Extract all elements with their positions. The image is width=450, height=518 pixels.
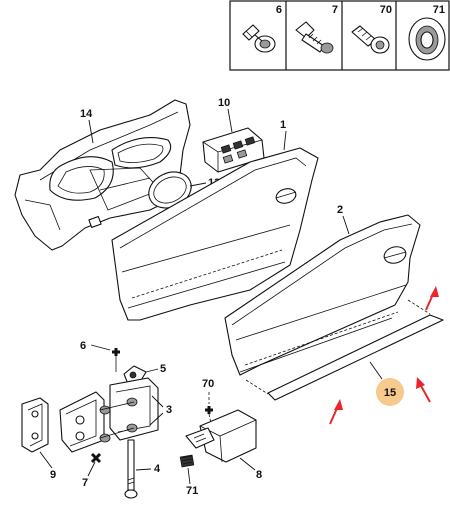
latch-grommet	[179, 454, 195, 468]
callout-4: 4	[154, 463, 161, 475]
outer-door-right	[111, 147, 319, 321]
red-arrows	[329, 286, 439, 425]
screw-icon	[242, 24, 276, 53]
callout-1: 1	[280, 119, 286, 131]
legend-number-70: 70	[380, 4, 392, 16]
callout-15-highlight	[376, 378, 404, 406]
parts-legend-table: 6 7 70 71	[229, 0, 450, 71]
door-latch	[185, 409, 257, 463]
callout-8: 8	[256, 469, 262, 481]
callout-6: 6	[80, 340, 86, 352]
washer-screw-icon	[351, 25, 390, 54]
inner-door-panel	[14, 99, 191, 251]
callout-71: 71	[186, 485, 198, 497]
outer-door-left	[224, 214, 421, 376]
callout-70: 70	[202, 378, 214, 390]
hex-bolt-icon	[295, 21, 334, 54]
hinge-bolt-marker	[90, 452, 102, 464]
callout-7: 7	[82, 477, 88, 489]
switch-block	[202, 127, 265, 173]
check-strap	[21, 397, 49, 453]
legend-number-71: 71	[433, 4, 445, 16]
legend-number-7: 7	[332, 4, 338, 16]
callout-2: 2	[337, 204, 343, 216]
grommet-icon	[408, 17, 446, 61]
hinge-pin	[124, 439, 138, 499]
hinge-screw-marker	[112, 348, 120, 372]
callout-14: 14	[80, 108, 93, 120]
callout-5: 5	[160, 363, 166, 375]
hinge-set	[59, 377, 159, 453]
legend-number-6: 6	[276, 4, 282, 16]
callout-3: 3	[166, 404, 172, 416]
seal-strip	[245, 299, 444, 401]
callout-9: 9	[50, 469, 56, 481]
callout-15: 15	[384, 387, 396, 399]
callout-10: 10	[218, 97, 230, 109]
